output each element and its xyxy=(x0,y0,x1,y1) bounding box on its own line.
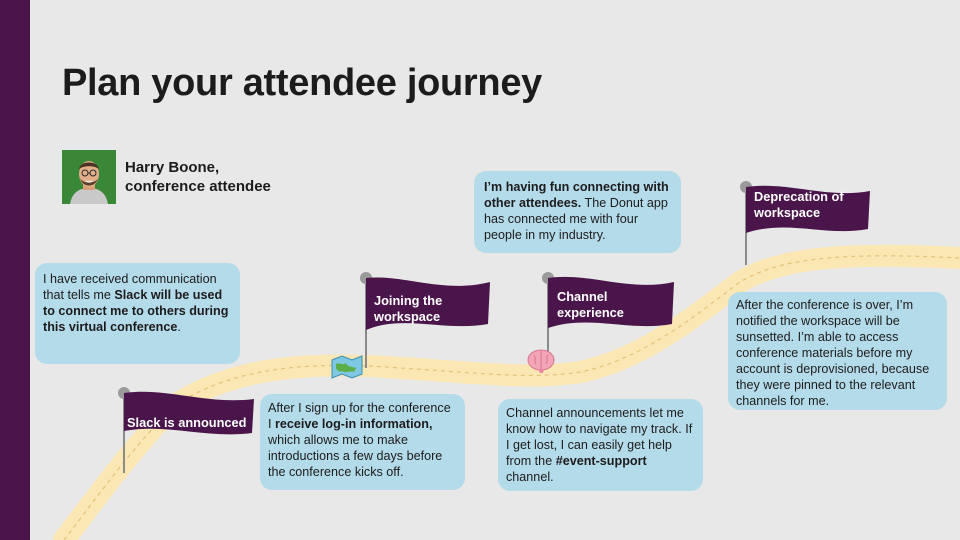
bubble-text: Channel announcements let me know how to… xyxy=(506,406,693,468)
bubble-slack-announced: I have received communication that tells… xyxy=(35,263,240,364)
bubble-text: . xyxy=(177,320,181,334)
bubble-text: which allows me to make introductions a … xyxy=(268,433,443,479)
bubble-bold: I’m having fun connecting with other att… xyxy=(484,180,669,210)
flag-label-line: Joining the xyxy=(374,293,443,308)
bubble-text: After I sign up for the conference I xyxy=(268,401,451,431)
persona-name: Harry Boone, conference attendee xyxy=(125,158,271,196)
bubble-joining-workspace: After I sign up for the conference I rec… xyxy=(260,394,465,490)
bubble-text: channel. xyxy=(506,470,554,484)
bubble-text: The Donut app has connected me with four… xyxy=(484,196,668,242)
brain-icon xyxy=(527,349,555,373)
bubble-bold: Slack will be used to connect me to othe… xyxy=(43,288,229,334)
persona: Harry Boone, conference attendee xyxy=(62,150,271,204)
flag-channel-experience xyxy=(542,272,674,356)
bubble-text: After the conference is over, I’m notifi… xyxy=(736,298,930,408)
bubble-channel-fun: I’m having fun connecting with other att… xyxy=(474,171,681,253)
bubble-channel-announcements: Channel announcements let me know how to… xyxy=(498,399,703,491)
bubble-text: I have received communication that tells… xyxy=(43,272,217,302)
flag-label-line: workspace xyxy=(374,309,441,324)
flag-joining-workspace xyxy=(360,272,490,368)
bubble-bold: receive log-in information, xyxy=(275,417,433,431)
flag-deprecation xyxy=(740,181,870,265)
flag-slack-announced xyxy=(118,387,254,473)
flag-label-slack-announced: Slack is announced xyxy=(127,415,247,430)
flag-label-joining-workspace: Joining the workspace xyxy=(374,293,442,325)
flag-label-line: workspace xyxy=(754,205,821,220)
flag-label-line: experience xyxy=(557,305,624,320)
flag-label-line: Deprecation of xyxy=(754,189,844,204)
map-icon xyxy=(331,355,363,379)
sidebar-accent xyxy=(0,0,30,540)
persona-name-line1: Harry Boone, xyxy=(125,159,220,176)
flag-label-deprecation: Deprecation of workspace xyxy=(754,189,844,221)
page-title: Plan your attendee journey xyxy=(62,62,542,104)
bubble-bold: #event-support xyxy=(555,454,647,468)
persona-name-line2: conference attendee xyxy=(125,178,271,195)
flag-label-line: Channel xyxy=(557,289,608,304)
bubble-deprecation: After the conference is over, I’m notifi… xyxy=(728,292,947,410)
flag-label-channel-experience: Channel experience xyxy=(557,289,624,321)
avatar xyxy=(62,150,116,204)
